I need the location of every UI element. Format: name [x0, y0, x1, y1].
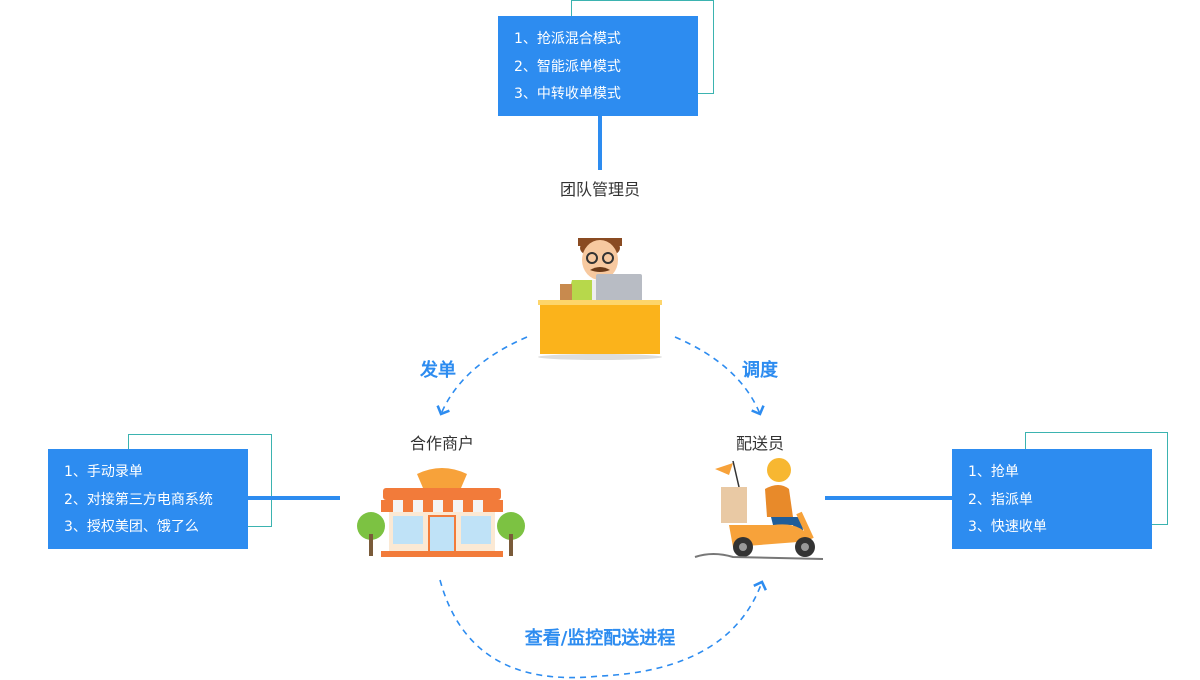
flow-label-dispatch: 发单 — [420, 360, 456, 381]
flow-label-schedule: 调度 — [742, 360, 778, 381]
connector-line — [598, 115, 602, 170]
manager-illustration — [538, 238, 662, 360]
manager-modes-box: 1、抢派混合模式 2、智能派单模式 3、中转收单模式 — [498, 16, 698, 116]
courier-label: 配送员 — [735, 434, 784, 453]
manager-mode-1: 1、抢派混合模式 — [514, 31, 621, 47]
connector-line — [248, 496, 340, 500]
merchant-label: 合作商户 — [409, 434, 474, 453]
arrow-manager-to-courier — [674, 336, 765, 416]
merchant-method-3: 3、授权美团、饿了么 — [64, 519, 199, 535]
merchant-method-2: 2、对接第三方电商系统 — [64, 491, 213, 508]
courier-method-3: 3、快速收单 — [968, 519, 1047, 535]
courier-scooter-illustration — [694, 458, 824, 560]
store-illustration — [357, 468, 525, 557]
merchant-method-1: 1、手动录单 — [64, 464, 143, 480]
manager-label: 团队管理员 — [559, 180, 640, 199]
arrow-manager-to-merchant — [436, 336, 528, 416]
courier-methods-box: 1、抢单 2、指派单 3、快速收单 — [952, 449, 1152, 549]
manager-mode-3: 3、中转收单模式 — [514, 86, 621, 102]
courier-method-2: 2、指派单 — [968, 491, 1033, 508]
merchant-methods-box: 1、手动录单 2、对接第三方电商系统 3、授权美团、饿了么 — [48, 449, 248, 549]
courier-method-1: 1、抢单 — [968, 464, 1019, 480]
manager-mode-2: 2、智能派单模式 — [514, 58, 621, 75]
flow-label-monitor: 查看/监控配送进程 — [524, 628, 676, 649]
connector-line — [825, 496, 952, 500]
